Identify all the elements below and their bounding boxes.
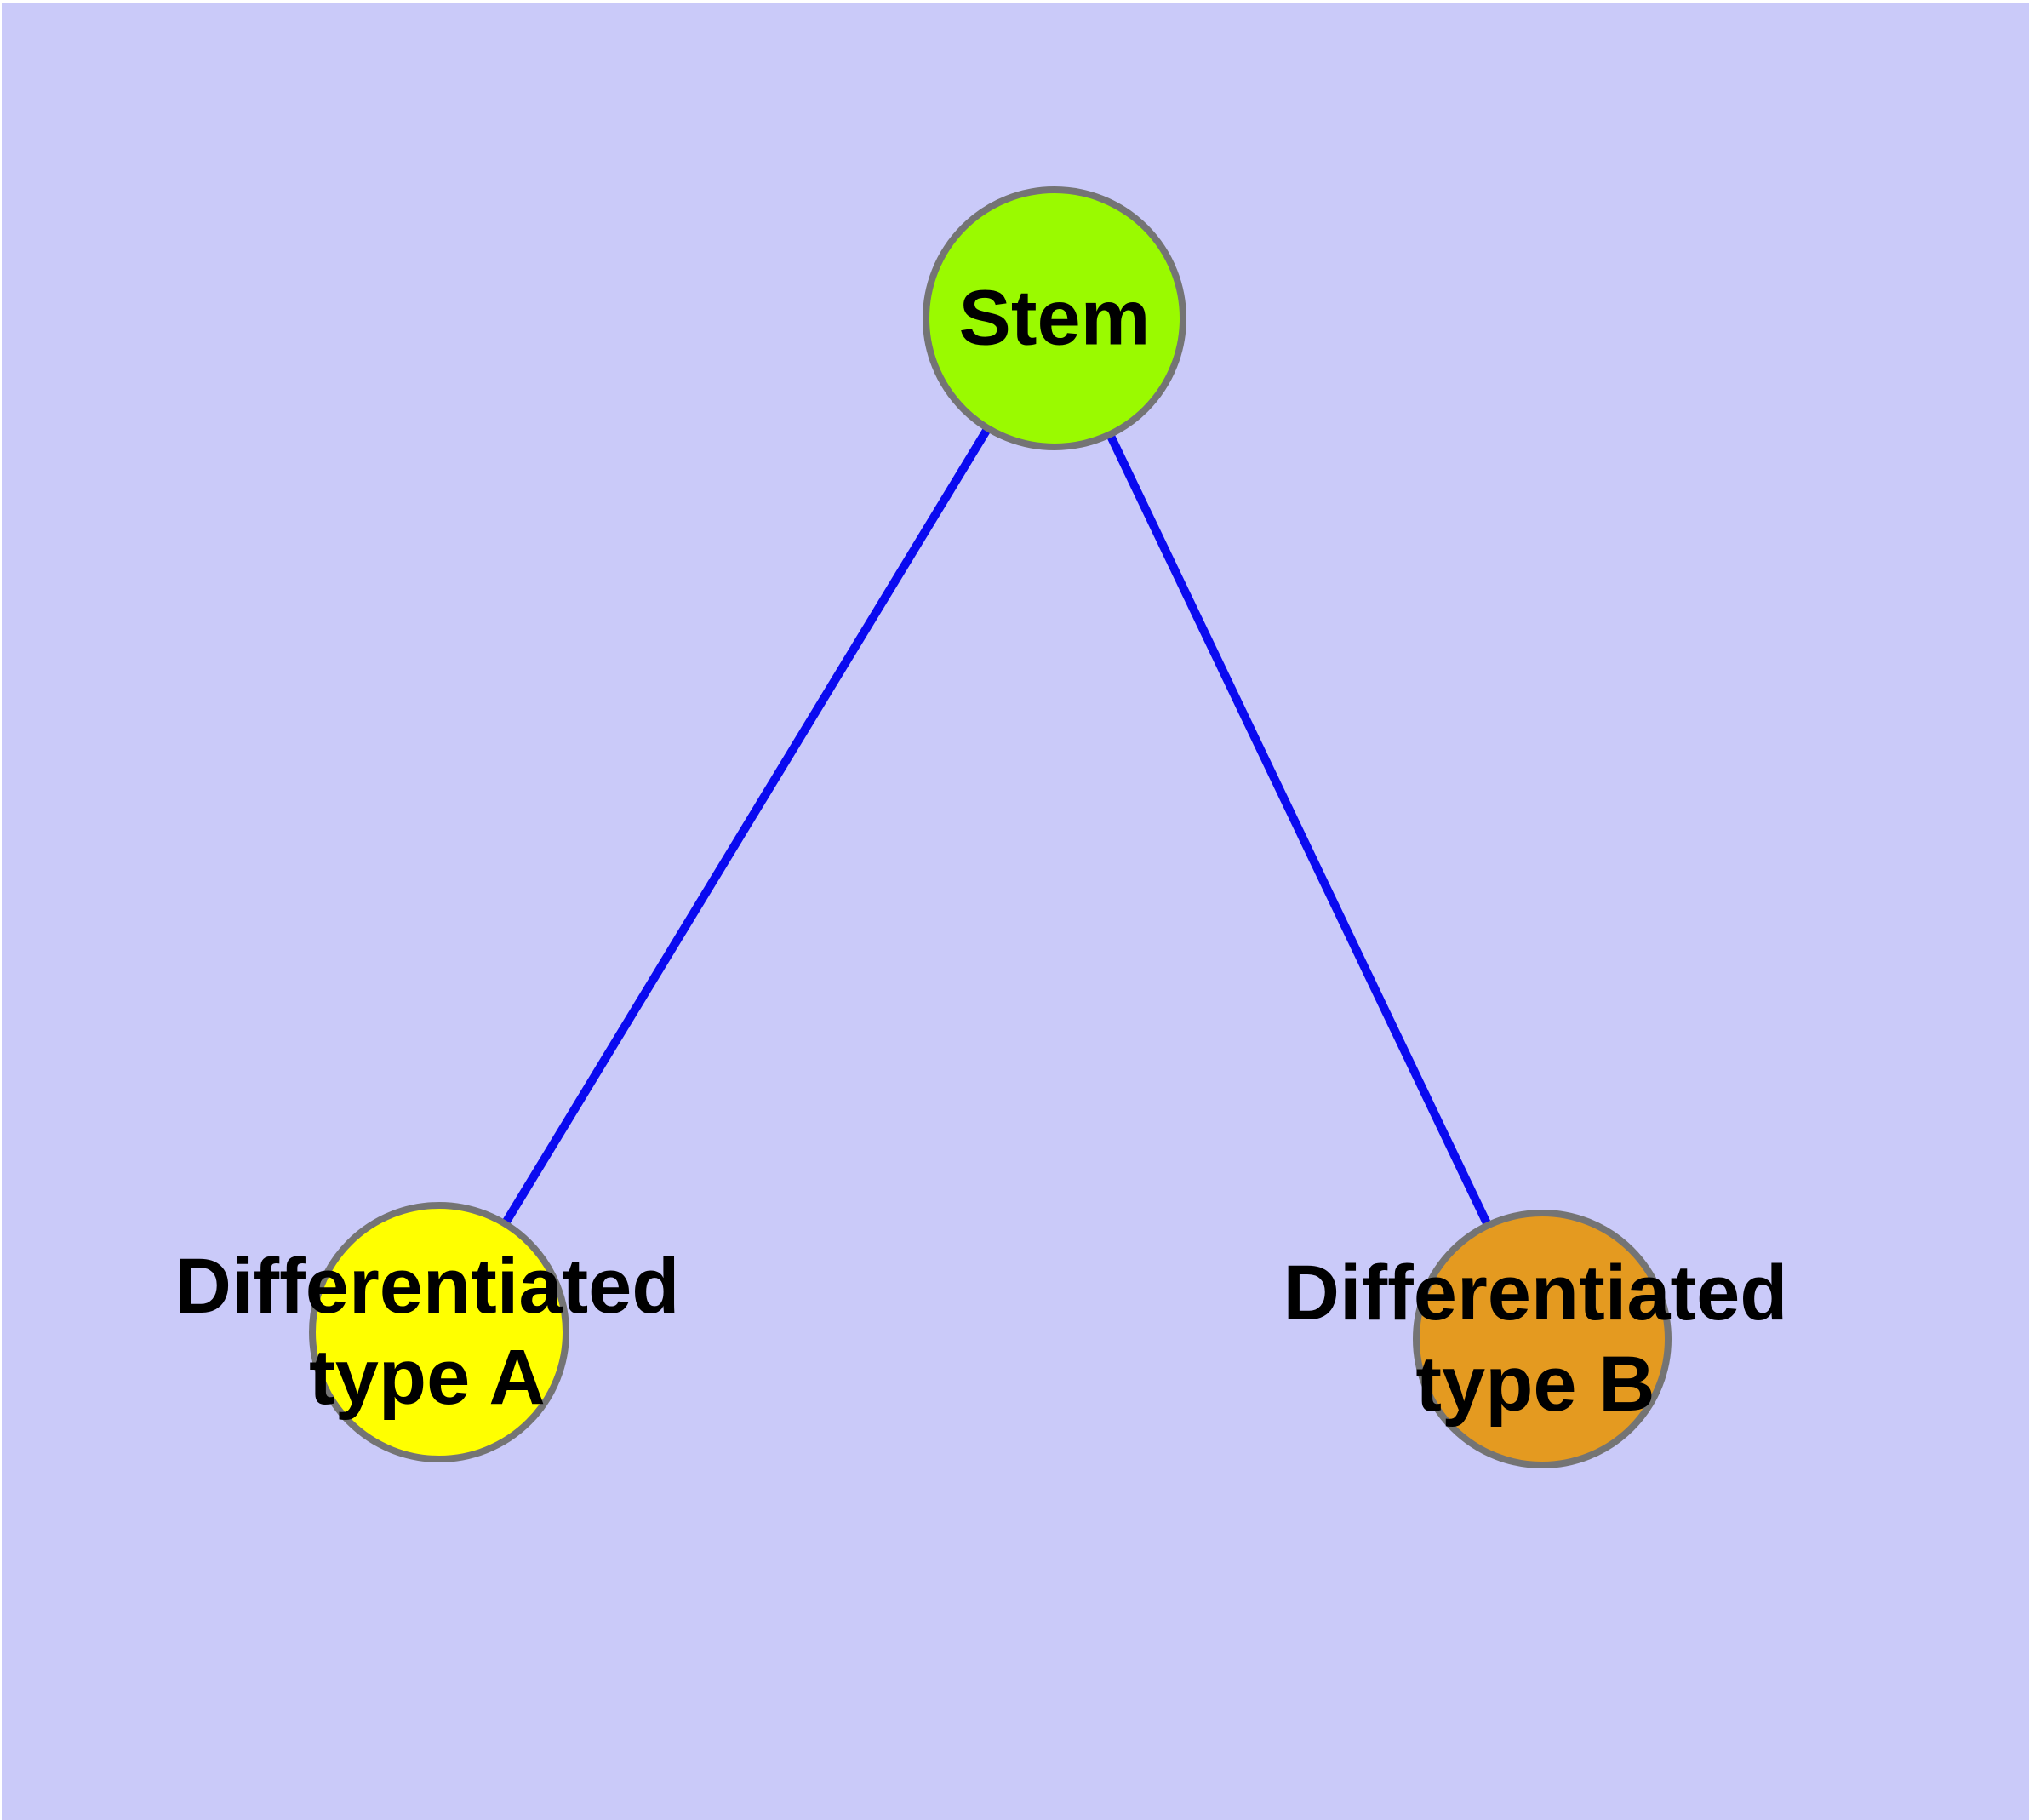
node-circle-type-a (309, 1202, 569, 1462)
node-circle-stem (923, 186, 1186, 450)
node-circle-type-b (1413, 1210, 1672, 1468)
edge-stem-type-a (435, 316, 1059, 1335)
edge-stem-type-b (1050, 316, 1546, 1342)
